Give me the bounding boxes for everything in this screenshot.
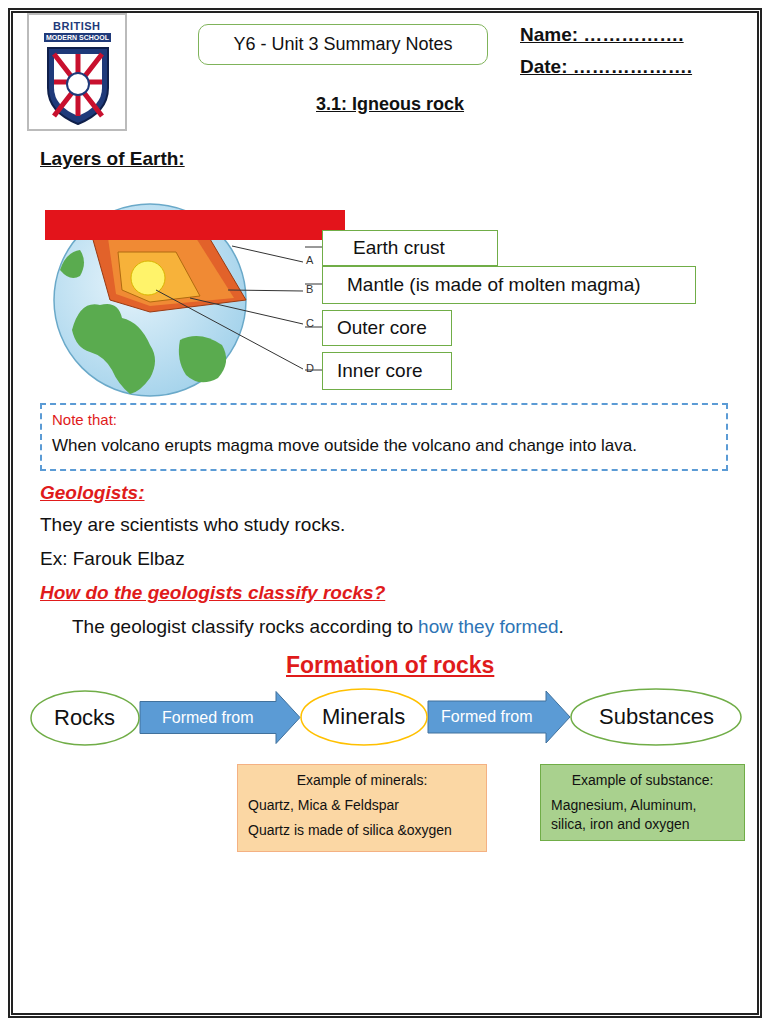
ellipse-shape [31, 691, 139, 745]
block-arrow [428, 691, 570, 743]
inner-core [131, 261, 165, 295]
callout-letter: B [306, 283, 313, 295]
ellipse-shape [301, 689, 427, 745]
section-label: How do the geologists classify rocks? [40, 582, 385, 604]
outer-core-layer [118, 252, 200, 302]
red-bar [45, 210, 345, 240]
logo-shield-inner [54, 54, 102, 116]
leader-line [190, 298, 303, 324]
node-text: Inner core [337, 360, 437, 382]
leader-line [156, 290, 303, 369]
continent [60, 250, 84, 278]
arrow-label: Formed from [441, 708, 533, 726]
node-text: Example of substance: [551, 771, 734, 790]
date-field: Date: ………………. [520, 56, 692, 78]
label-box: Earth crust [322, 230, 498, 266]
node-text: Quartz is made of silica &oxygen [248, 821, 476, 840]
logo-emblem [67, 73, 89, 95]
ellipse-node: Rocks [30, 690, 140, 746]
node-text: Note that: [52, 411, 716, 428]
leader-line [228, 290, 303, 291]
leader-line [232, 246, 303, 262]
continent [72, 304, 155, 394]
body-text: They are scientists who study rocks. [40, 514, 345, 536]
logo-text: BRITISH [52, 20, 102, 32]
node-text: Y6 - Unit 3 Summary Notes [213, 34, 473, 55]
title-box: Y6 - Unit 3 Summary Notes [198, 24, 488, 65]
section-label: Layers of Earth: [40, 148, 185, 170]
logo-cross [54, 54, 102, 116]
callout-letter: D [306, 362, 314, 374]
node-text: Minerals [322, 704, 405, 730]
continent [179, 336, 226, 382]
node-text: Rocks [54, 705, 115, 731]
arrow-label: Formed from [162, 709, 254, 727]
label-box: Mantle (is made of molten magma) [322, 266, 696, 304]
section-label: Geologists: [40, 482, 145, 504]
node-text: Outer core [337, 317, 437, 339]
section-heading: Formation of rocks [286, 652, 494, 679]
label-box: Outer core [322, 310, 452, 346]
sentence-line: The geologist classify rocks according t… [72, 616, 564, 638]
node-text: Earth crust [353, 237, 479, 259]
example-box: Example of substance: Magnesium, Aluminum… [540, 764, 745, 841]
node-text: Example of minerals: [248, 771, 476, 790]
body-text: . [559, 616, 564, 637]
node-text: When volcano erupts magma move outside t… [52, 436, 716, 456]
callout-letter: C [306, 317, 314, 329]
body-text: The geologist classify rocks according t… [72, 616, 413, 637]
logo-frame [28, 14, 126, 130]
mantle-layer [108, 238, 234, 306]
block-arrow [140, 692, 300, 744]
body-text: Ex: Farouk Elbaz [40, 548, 185, 570]
example-box: Example of minerals: Quartz, Mica & Felds… [237, 764, 487, 852]
node-text: Quartz, Mica & Feldspar [248, 796, 476, 815]
callout-letter: A [306, 254, 313, 266]
leader-line [305, 247, 322, 370]
node-text: Substances [599, 704, 714, 730]
name-field: Name: ……………. [520, 24, 684, 46]
note-box: Note that: When volcano erupts magma move… [40, 403, 728, 471]
section-heading: 3.1: Igneous rock [316, 94, 464, 115]
node-text: Magnesium, Aluminum, silica, iron and ox… [551, 796, 734, 834]
logo-shield [48, 48, 108, 124]
node-text: Mantle (is made of molten magma) [347, 274, 679, 296]
ellipse-node: Minerals [300, 688, 428, 746]
ellipse-shape [571, 689, 741, 745]
body-text: how they formed [418, 616, 558, 637]
logo-text: MODERN SCHOOL [44, 33, 111, 42]
label-box: Inner core [322, 352, 452, 390]
ellipse-node: Substances [570, 688, 742, 746]
